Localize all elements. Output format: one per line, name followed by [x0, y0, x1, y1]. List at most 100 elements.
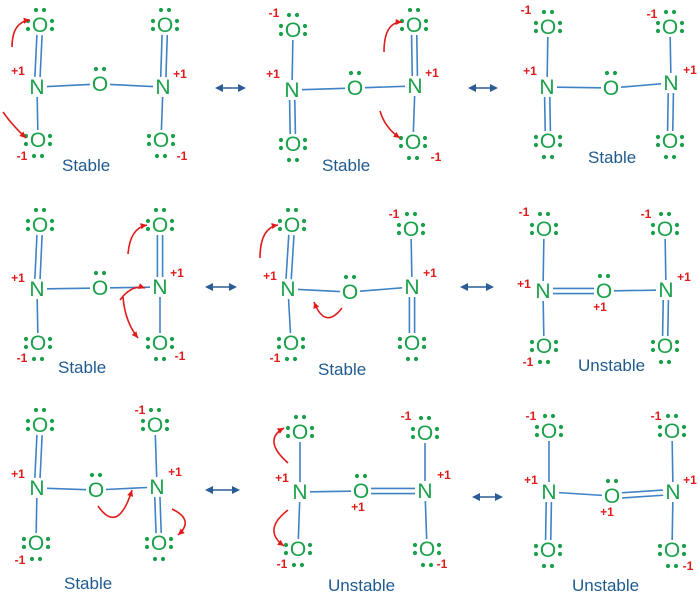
lone-pair-dot — [160, 556, 166, 562]
atom-symbol: O — [419, 538, 435, 561]
bond-line — [160, 96, 164, 131]
bond-line — [46, 487, 87, 491]
charge-minus: -1 — [526, 409, 537, 423]
lone-pair-dot — [673, 413, 679, 419]
lone-pair-dot — [529, 230, 535, 236]
bond-line — [153, 497, 157, 534]
lone-pair-dot — [406, 155, 412, 161]
bond-line — [297, 288, 341, 293]
bond-line — [542, 300, 545, 337]
lone-pair-dot — [650, 339, 656, 345]
charge-plus: +1 — [683, 63, 697, 77]
atom-symbol: N — [155, 76, 170, 99]
lone-pair-dot — [101, 270, 107, 276]
atom-symbol: O — [88, 479, 104, 502]
lone-pair-dot — [553, 347, 559, 353]
atom-symbol: O — [657, 335, 673, 358]
lone-pair-dot — [541, 563, 547, 569]
lone-pair-dot — [541, 154, 547, 160]
curved-arrow-head — [395, 18, 402, 26]
lone-pair-dot — [302, 31, 308, 37]
bond-line — [290, 235, 295, 280]
atom-symbol: O — [664, 420, 680, 443]
charge-minus: -1 — [177, 149, 188, 163]
charge-minus: -1 — [683, 559, 694, 573]
bond-line — [36, 96, 39, 131]
lone-pair-dot — [666, 211, 672, 217]
charge-plus: +1 — [263, 269, 277, 283]
bond-line — [542, 238, 545, 282]
lone-pair-dot — [542, 413, 548, 419]
lone-pair-dot — [604, 70, 610, 76]
charge-minus: -1 — [17, 149, 28, 163]
atom-symbol: O — [603, 77, 619, 100]
lone-pair-dot — [145, 218, 151, 224]
lone-pair-dot — [679, 142, 685, 148]
lone-pair-dot — [412, 542, 418, 548]
bond-line — [661, 299, 665, 336]
lone-pair-dot — [45, 544, 51, 550]
lone-pair-dot — [399, 26, 405, 32]
atom-symbol: O — [596, 280, 612, 303]
atom-symbol: O — [32, 414, 48, 437]
lone-pair-dot — [21, 544, 27, 550]
lone-pair-dot — [169, 336, 175, 342]
bond-line — [301, 87, 346, 91]
atom-symbol: O — [285, 133, 301, 156]
resonance-arrow-head — [472, 493, 480, 501]
bond-line — [34, 234, 38, 279]
lone-pair-dot — [39, 153, 45, 159]
atom-symbol: O — [417, 422, 433, 445]
lone-pair-dot — [434, 434, 440, 440]
lone-pair-dot — [549, 563, 555, 569]
lone-pair-dot — [657, 543, 663, 549]
lone-pair-dot — [283, 550, 289, 556]
lone-pair-dot — [665, 413, 671, 419]
lone-pair-dot — [170, 141, 176, 147]
charge-minus: -1 — [641, 207, 652, 221]
charge-plus: +1 — [600, 505, 614, 519]
lone-pair-dot — [168, 536, 174, 542]
bond-line — [288, 100, 292, 135]
lone-pair-dot — [158, 7, 164, 13]
lone-pair-dot — [153, 356, 159, 362]
atom-symbol: O — [662, 130, 678, 153]
lone-pair-dot — [150, 18, 156, 24]
lone-pair-dot — [49, 426, 55, 432]
resonance-arrow-head — [460, 283, 468, 291]
bond-line — [39, 35, 43, 78]
bond-line — [548, 96, 552, 131]
bond-line — [664, 238, 667, 281]
bond-line — [543, 97, 547, 132]
charge-plus: +1 — [437, 468, 451, 482]
lone-pair-dot — [93, 270, 99, 276]
lone-pair-dot — [674, 230, 680, 236]
lone-pair-dot — [549, 9, 555, 15]
lone-pair-dot — [169, 218, 175, 224]
bond-line — [46, 83, 91, 88]
atom-symbol: O — [342, 281, 358, 304]
atom-symbol: N — [29, 76, 44, 99]
curved-arrow-head — [277, 539, 284, 546]
lone-pair-dot — [679, 20, 685, 26]
resonance-arrow-head — [232, 486, 240, 494]
charge-minus: -1 — [651, 409, 662, 423]
lone-pair-dot — [681, 543, 687, 549]
lone-pair-dot — [681, 432, 687, 438]
lone-pair-dot — [423, 18, 429, 24]
lone-pair-dot — [41, 207, 47, 213]
resonance-arrow-head — [486, 283, 494, 291]
lone-pair-dot — [557, 543, 563, 549]
lone-pair-dot — [404, 211, 410, 217]
atom-symbol: N — [535, 280, 550, 303]
charge-minus: -1 — [389, 207, 400, 221]
lone-pair-dot — [657, 432, 663, 438]
lone-pair-dot — [415, 7, 421, 13]
lone-pair-dot — [541, 9, 547, 15]
lone-pair-dot — [436, 550, 442, 556]
lone-pair-dot — [140, 418, 146, 424]
lone-pair-dot — [665, 563, 671, 569]
lone-pair-dot — [533, 134, 539, 140]
lone-pair-dot — [153, 207, 159, 213]
